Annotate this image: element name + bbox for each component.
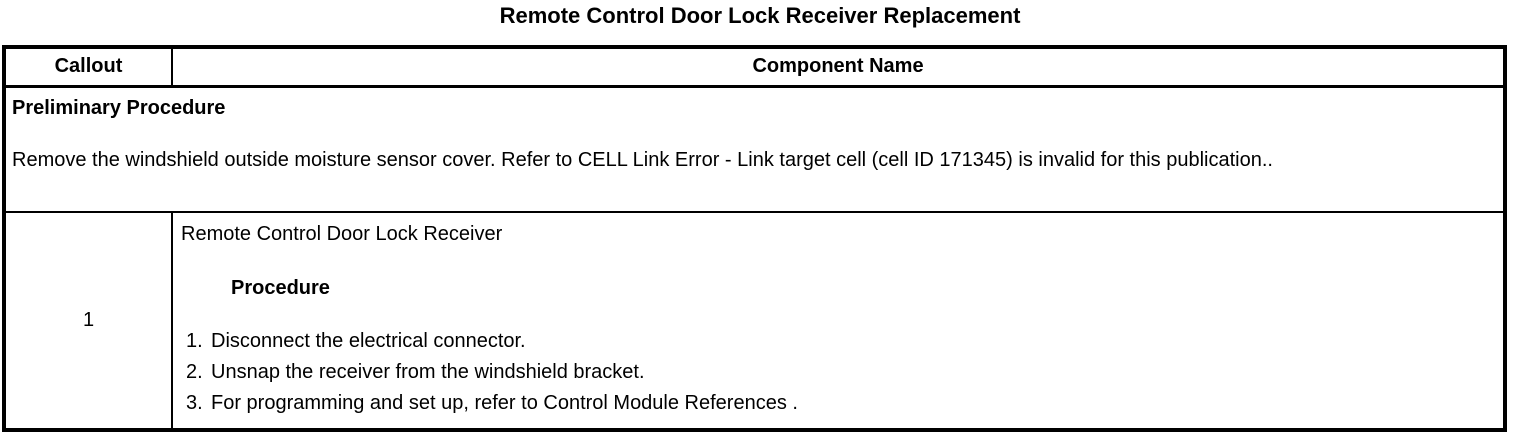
step-text: Unsnap the receiver from the windshield … — [211, 361, 645, 383]
procedure-heading: Procedure — [231, 277, 330, 299]
step-number: 1. — [186, 330, 203, 352]
table-header-row: Callout Component Name — [4, 47, 1505, 88]
component-row: 1 Remote Control Door Lock Receiver Proc… — [4, 212, 1505, 430]
preliminary-procedure-text: Remove the windshield outside moisture s… — [12, 148, 1273, 171]
step-text: For programming and set up, refer to Con… — [211, 392, 798, 414]
procedure-step: 2. Unsnap the receiver from the windshie… — [181, 359, 1495, 385]
step-number: 3. — [186, 392, 203, 414]
component-name: Remote Control Door Lock Receiver — [181, 223, 503, 245]
preliminary-procedure-row: Preliminary Procedure Remove the windshi… — [4, 86, 1505, 213]
procedure-step: 3. For programming and set up, refer to … — [181, 390, 1495, 416]
procedure-steps-list: 1. Disconnect the electrical connector. … — [181, 328, 1495, 416]
procedure-step: 1. Disconnect the electrical connector. — [181, 328, 1495, 354]
step-number: 2. — [186, 361, 203, 383]
component-cell: Remote Control Door Lock Receiver Proced… — [172, 212, 1505, 430]
step-text: Disconnect the electrical connector. — [211, 330, 526, 352]
column-header-component-name: Component Name — [172, 47, 1505, 88]
preliminary-procedure-heading: Preliminary Procedure — [12, 96, 226, 119]
callout-number: 1 — [4, 212, 173, 430]
procedure-table: Callout Component Name Preliminary Proce… — [2, 45, 1507, 432]
page-title: Remote Control Door Lock Receiver Replac… — [499, 3, 1021, 28]
column-header-callout: Callout — [4, 47, 173, 88]
preliminary-procedure-cell: Preliminary Procedure Remove the windshi… — [4, 86, 1505, 213]
